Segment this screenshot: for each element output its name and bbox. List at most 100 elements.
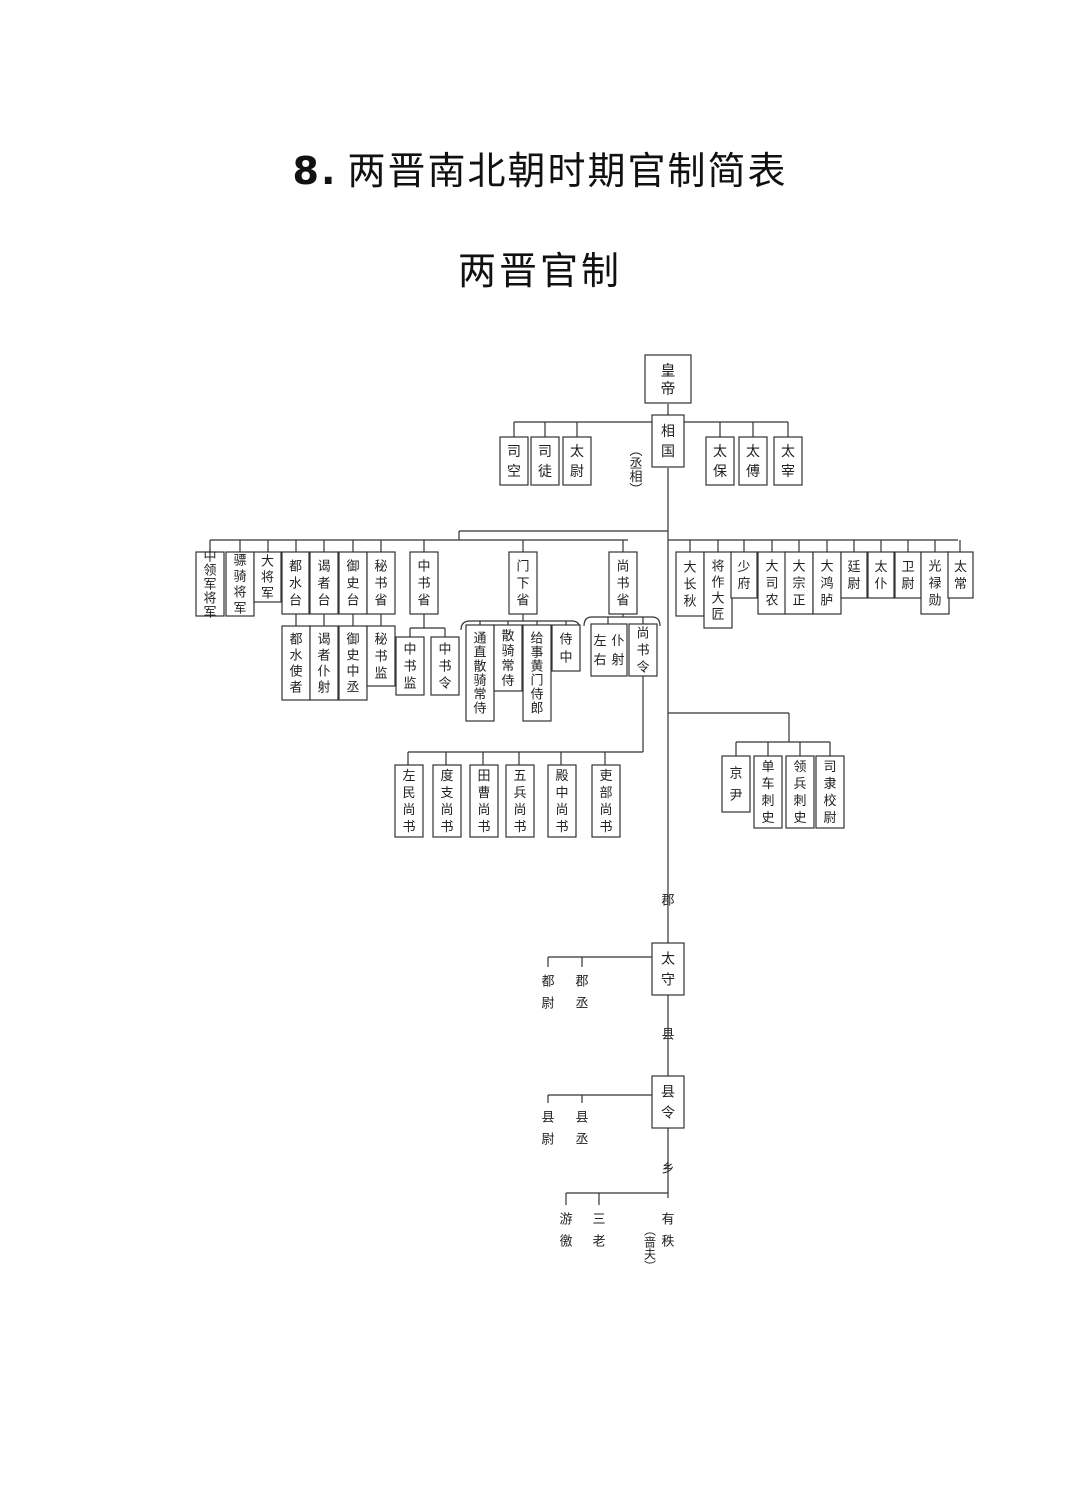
node-box-shizhong [551,624,581,672]
node-label-zhongshujian: 中书监 [403,643,416,692]
node-label-libu: 吏部尚书 [599,768,612,835]
node-box-taichang [947,551,974,599]
node-label-sefu: ︵啬夫︶ [644,1223,656,1273]
node-box-jingyin [721,755,751,813]
node-label-jishi: 给事黄门侍郎 [530,632,543,717]
node-box-shangshuling [628,623,658,677]
page-title: 8.两晋南北朝时期官制简表 [0,140,1080,195]
node-box-yezhepuye [309,625,339,701]
node-box-xiangguo [651,414,685,468]
node-label-sikong: 司空 [507,444,521,480]
node-box-taishou [651,942,685,996]
node-box-wubing [505,764,535,838]
node-box-dianzhong [547,764,577,838]
node-label-shangshusheng: 尚书省 [616,560,629,609]
node-box-taifu [738,436,768,486]
node-box-shangshusheng [608,551,638,615]
node-label-tongzhi: 通直散骑常侍 [473,632,486,717]
node-label-sili: 司隶校尉 [823,760,836,826]
node-label-jingyin: 京尹 [729,767,742,804]
node-label-yezhetai: 谒者台 [317,560,330,609]
node-label-yushizhongcheng: 御史中丞 [346,633,359,696]
node-label-zhongshusheng: 中书省 [417,560,430,609]
node-label-sanqi: 散骑常侍 [501,629,514,689]
node-label-taipu: 太仆 [874,560,887,592]
node-box-sili [815,755,845,829]
title-text: 两晋南北朝时期官制简表 [347,149,788,193]
node-label-taichang: 太常 [954,560,967,592]
node-box-zhongshujian [395,636,425,696]
page-subtitle: 两晋官制 [457,249,622,293]
node-label-weiwei: 卫尉 [901,560,914,592]
node-box-situ [530,436,560,486]
node-label-xianwei: 县尉 [541,1111,554,1148]
node-label-zuomin: 左民尚书 [402,769,415,835]
node-box-zhonglingjun [195,551,225,617]
node-label-sanlao: 三老 [592,1213,605,1250]
node-box-taipu [867,551,895,599]
node-box-shaofu [730,551,758,599]
node-label-jun: 郡 [661,894,674,909]
node-box-libu [591,764,621,838]
node-label-tiancao: 田曹尚书 [477,769,490,835]
node-box-mishujian [366,625,396,687]
node-box-taibao [705,436,735,486]
node-label-dushuitai: 都水台 [289,560,302,609]
node-label-zhongshuling: 中书令 [438,643,451,692]
node-box-tiancao [469,764,499,838]
node-label-dachangqiu: 大长秋 [683,561,696,610]
node-box-yushizhongcheng [338,625,368,701]
node-box-zhongshuling [430,636,460,696]
node-box-taiwei [562,436,592,486]
node-label-xiang: 乡 [661,1162,674,1177]
node-box-jiangzuo [703,551,733,629]
node-box-emperor [644,354,692,404]
node-box-duzhi [432,764,462,838]
node-box-dajiangjun [253,551,282,603]
node-label-jiangzuo: 将作大匠 [711,560,724,623]
node-label-dianzhong: 殿中尚书 [555,769,568,835]
node-label-zuoyoupuye: 左右仆射 [593,634,624,668]
node-label-piaoqi: 骠骑将军 [233,554,246,617]
node-box-yezhetai [309,551,339,615]
node-box-danche [753,755,783,829]
node-label-youzhi: 有秩 [661,1213,674,1250]
node-label-zhonglingjun: 中领军将军 [203,550,216,621]
node-label-menxiasheng: 门下省 [516,560,529,609]
node-label-shizhong: 侍中 [559,633,572,666]
node-label-danche: 单车刺史 [761,760,774,826]
node-label-taishou: 太守 [661,952,675,989]
node-label-duwei: 都尉 [541,975,554,1012]
node-label-yushitai: 御史台 [346,560,359,609]
node-box-sanqi [493,624,523,692]
node-label-emperor: 皇帝 [660,361,675,397]
node-box-piaoqi [225,551,255,617]
node-box-tingwei [840,551,868,599]
node-label-taibao: 太保 [713,444,727,480]
node-label-duzhi: 度支尚书 [440,768,453,835]
node-box-xianling [651,1075,685,1129]
node-label-xiangguo: 相国 [661,424,675,460]
node-label-dasinong: 大司农 [765,560,778,609]
node-label-tingwei: 廷尉 [847,560,860,592]
node-box-yushitai [338,551,368,615]
node-box-menxiasheng [508,551,538,615]
node-box-sikong [499,436,529,486]
node-label-yezhepuye: 谒者仆射 [317,633,330,696]
node-label-taiwei: 太尉 [570,444,584,480]
node-label-youjiao: 游徼 [559,1213,572,1250]
node-label-taifu: 太傅 [746,444,760,480]
title-number: 8. [292,149,338,193]
node-label-xiancheng: 县丞 [575,1111,588,1148]
node-label-wubing: 五兵尚书 [513,769,526,835]
node-box-lingbing [785,755,815,829]
node-box-dahonglu [812,551,842,615]
node-label-mishujian: 秘书监 [374,633,387,682]
node-label-xian: 县 [661,1028,674,1043]
node-label-lingbing: 领兵刺史 [793,760,806,826]
node-box-taizai [773,436,803,486]
node-box-dushuitai [281,551,310,615]
connector-lines [209,404,961,1205]
node-box-weiwei [894,551,922,599]
